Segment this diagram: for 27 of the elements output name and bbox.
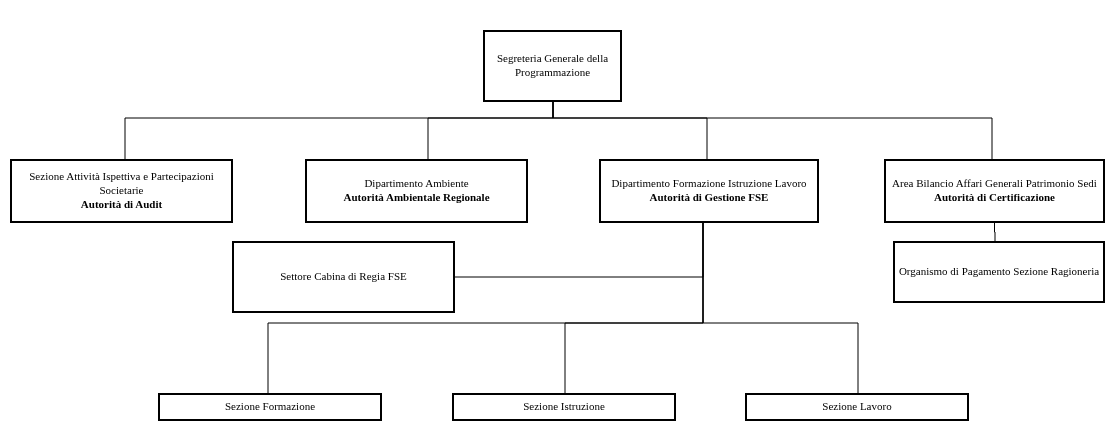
authority-label: Autorità Ambientale Regionale [343,191,490,205]
unit-name: Sezione Formazione [224,400,316,414]
unit-name: Sezione Istruzione [523,400,605,414]
unit-name: Dipartimento Formazione Istruzione Lavoro [611,177,807,191]
connector-line [552,101,993,160]
authority-label: Autorità di Certificazione [934,191,1055,205]
org-box [599,159,819,223]
unit-name: Dipartimento Ambiente [364,177,469,191]
org-box [884,159,1105,223]
connector-line [994,222,996,242]
unit-name: Sezione Attività Ispettiva e Partecipazioni Societarie [28,170,215,198]
org-box [452,393,676,421]
org-box [305,159,528,223]
unit-name: Area Bilancio Affari Generali Patrimonio Sedi [892,177,1097,191]
org-box [158,393,382,421]
unit-name: Segreteria Generale della Programmazione [495,52,610,80]
connector-line [702,222,859,394]
authority-label: Autorità di Gestione FSE [649,191,769,205]
org-box [745,393,969,421]
authority-label: Autorità di Audit [80,197,163,212]
org-box [893,241,1105,303]
org-box [483,30,622,102]
org-box [232,241,455,313]
org-box [10,159,233,223]
unit-name: Settore Cabina di Regia FSE [280,270,407,284]
unit-name: Organismo di Pagamento Sezione Ragioneria [898,265,1100,279]
unit-name: Sezione Lavoro [822,400,892,414]
